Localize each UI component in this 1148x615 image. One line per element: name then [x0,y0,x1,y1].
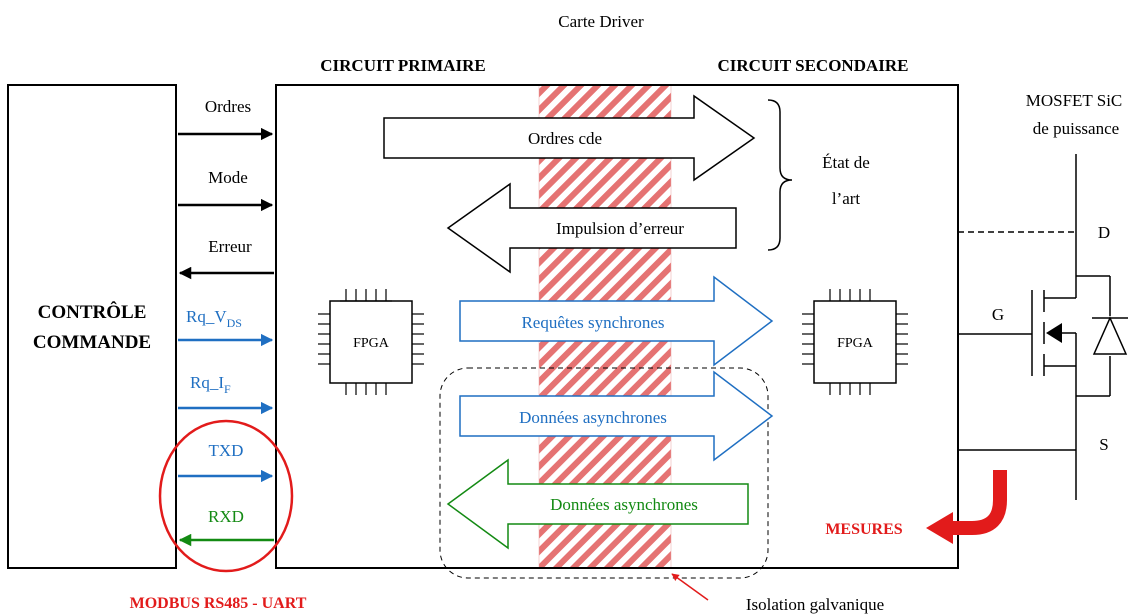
gate-label: G [992,305,1004,324]
rxd-label: RXD [208,507,244,526]
fpga-left-chip: FPGA [318,289,424,395]
txd-label: TXD [209,441,244,460]
fpga-left-label: FPGA [353,336,390,351]
ordres-cde-label: Ordres cde [528,129,602,148]
fpga-right-label: FPGA [837,336,874,351]
rqv-main: Rq_V [186,307,227,326]
mosfet-body-arrow [1046,323,1062,343]
carte-driver-label: Carte Driver [558,12,644,31]
rqi-main: Rq_I [190,373,224,392]
mosfet-title-line2: de puissance [1033,119,1119,138]
impulsion-erreur-label: Impulsion d’erreur [556,219,684,238]
controle-commande-box [7,84,177,569]
ordres-label: Ordres [205,97,251,116]
primary-circuit-label: CIRCUIT PRIMAIRE [320,56,485,75]
commande-label: COMMANDE [33,332,151,353]
etat-art-brace [767,99,793,251]
etat-art-line1: État de [822,153,870,172]
mesures-arrow-head [926,512,953,544]
rqv-label: Rq_VDS [186,307,242,330]
donnees-async-out-label: Données asynchrones [519,408,667,427]
requetes-sync-label: Requêtes synchrones [521,313,664,332]
secondary-circuit-label: CIRCUIT SECONDAIRE [718,56,909,75]
async-data-group [439,367,769,579]
mosfet-title-line1: MOSFET SiC [1026,91,1123,110]
rqi-label: Rq_IF [190,373,231,396]
drain-label: D [1098,223,1110,242]
mesures-label: MESURES [825,521,902,538]
erreur-label: Erreur [208,237,252,256]
etat-art-line2: l’art [832,189,861,208]
impulsion-erreur-arrow [446,182,737,274]
isolation-pointer [671,573,709,601]
donnees-async-in-label: Données asynchrones [550,495,698,514]
mode-label: Mode [208,168,248,187]
requetes-sync-arrow [459,275,774,367]
fpga-right-chip: FPGA [802,289,908,395]
source-label: S [1099,435,1108,454]
donnees-async-in-arrow [446,458,749,550]
modbus-label: MODBUS RS485 - UART [130,595,307,612]
mosfet-symbol [958,154,1128,500]
modbus-highlight-ellipse [158,419,294,573]
rqv-sub: DS [227,316,242,330]
mesures-arrow-body [950,470,1007,535]
rqi-sub: F [224,382,231,396]
ordres-cde-arrow [383,94,756,182]
donnees-async-out-arrow [459,370,774,462]
isolation-label: Isolation galvanique [746,595,884,614]
controle-label: CONTRÔLE [38,301,147,323]
